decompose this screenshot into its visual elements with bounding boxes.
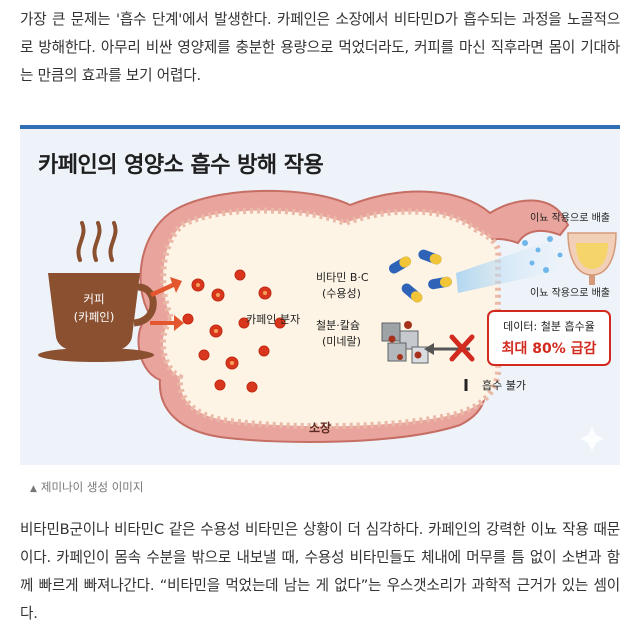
small-intestine-label: 소장 xyxy=(309,421,331,435)
diuretic-top-label: 이뇨 작용으로 배출 xyxy=(530,212,610,224)
vitamin-capsules xyxy=(388,249,452,303)
article-paragraph-2: 비타민B군이나 비타민C 같은 수용성 비타민은 상황이 더 심각하다. 카페인… xyxy=(20,521,620,622)
mineral-cubes xyxy=(381,321,429,364)
mineral-label-2: (미네랄) xyxy=(322,335,361,348)
water-droplets xyxy=(522,236,563,273)
sparkle-icon xyxy=(580,427,604,451)
coffee-label-2: (카페인) xyxy=(74,310,115,324)
small-intestine xyxy=(137,189,570,443)
figure-top-bar xyxy=(20,125,620,129)
bladder-icon xyxy=(567,232,617,285)
coffee-label-1: 커피 xyxy=(83,292,104,306)
caption-text: 제미나이 생성 이미지 xyxy=(40,480,144,494)
vitamin-label-2: (수용성) xyxy=(322,287,361,300)
blocked-x-icon xyxy=(449,334,475,362)
infographic-illustration: 소장 이뇨 작용으로 배출 이뇨 작용으로 배출 커피 (카페인) xyxy=(38,189,617,451)
diuretic-spray xyxy=(456,241,560,293)
absorption-arrow-head xyxy=(424,343,434,355)
vitamin-label-1: 비타민 B·C xyxy=(316,271,369,284)
caffeine-molecule-label: 카페인 분자 xyxy=(246,313,300,326)
figure-caption: ▲제미나이 생성 이미지 xyxy=(30,479,143,495)
absorption-blocked-label: 흡수 불가 xyxy=(482,378,526,392)
article-paragraph-1: 가장 큰 문제는 '흡수 단계'에서 발생한다. 카페인은 소장에서 비타민D가… xyxy=(20,11,620,84)
data-box-line-1: 데이터: 철분 흡수율 xyxy=(503,319,595,333)
coffee-cup-icon xyxy=(38,221,157,362)
infographic: 카페인의 영양소 흡수 방해 작용 소장 이뇨 작용으로 배출 이뇨 xyxy=(20,125,620,465)
mineral-label-1: 철분·칼슘 xyxy=(316,319,360,332)
data-box-line-2: 최대 80% 급감 xyxy=(502,340,597,357)
caption-triangle-icon: ▲ xyxy=(30,484,37,494)
figure-title: 카페인의 영양소 흡수 방해 작용 xyxy=(38,153,324,178)
data-callout xyxy=(487,310,611,366)
caffeine-entry-arrows xyxy=(150,277,184,331)
diuretic-bottom-label: 이뇨 작용으로 배출 xyxy=(530,287,610,299)
caffeine-molecules xyxy=(182,269,286,393)
